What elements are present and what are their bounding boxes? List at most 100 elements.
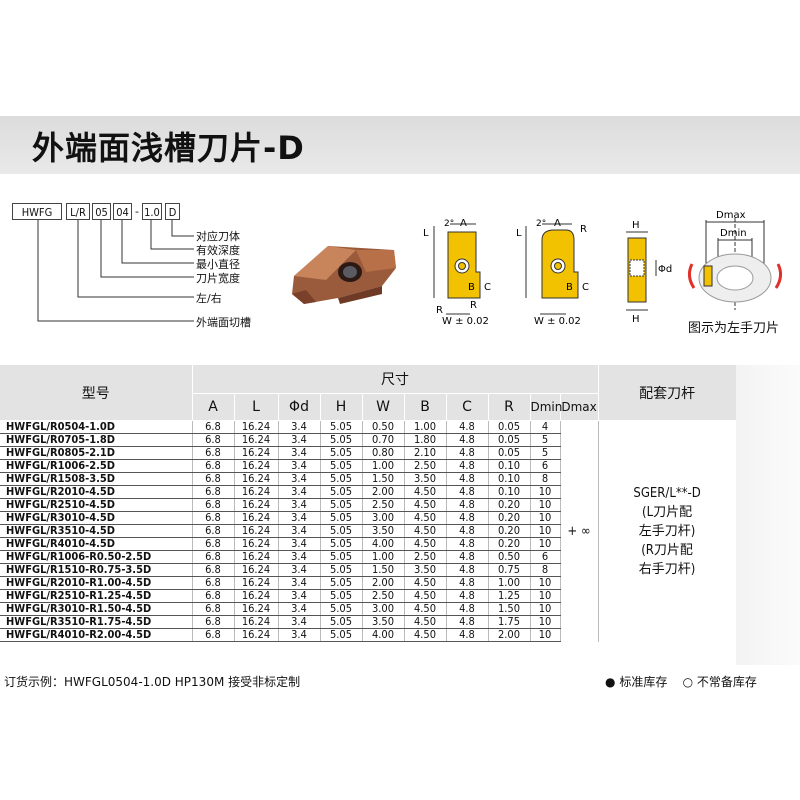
label-r: R bbox=[580, 224, 587, 235]
cell-a: 6.8 bbox=[192, 511, 235, 525]
header-holder: 配套刀杆 bbox=[598, 365, 737, 421]
code-part-width: 05 bbox=[92, 203, 111, 220]
cell-l: 16.24 bbox=[234, 498, 279, 512]
cell-b: 2.10 bbox=[404, 446, 447, 460]
cell-l: 16.24 bbox=[234, 576, 279, 590]
cell-d: 3.4 bbox=[278, 615, 321, 629]
header-col-dmin: Dmin bbox=[530, 393, 562, 421]
header-dimensions: 尺寸 bbox=[192, 365, 599, 394]
cell-a: 6.8 bbox=[192, 628, 235, 642]
cell-r: 0.10 bbox=[488, 472, 531, 486]
label-h-top: H bbox=[632, 220, 640, 231]
cell-h: 5.05 bbox=[320, 576, 363, 590]
cell-d: 3.4 bbox=[278, 485, 321, 499]
cell-b: 4.50 bbox=[404, 615, 447, 629]
code-part-series: HWFG bbox=[12, 203, 62, 220]
cell-model: HWFGL/R1006-R0.50-2.5D bbox=[0, 550, 193, 564]
order-example: 订货示例：HWFGL0504-1.0D HP130M 接受非标定制 bbox=[4, 675, 301, 689]
cell-c: 4.8 bbox=[446, 576, 489, 590]
cell-h: 5.05 bbox=[320, 472, 363, 486]
cell-w: 2.00 bbox=[362, 576, 405, 590]
cell-model: HWFGL/R2510-R1.25-4.5D bbox=[0, 589, 193, 603]
cell-b: 3.50 bbox=[404, 563, 447, 577]
cell-dmin: 6 bbox=[530, 550, 561, 564]
cell-dmin: 10 bbox=[530, 602, 561, 616]
cell-c: 4.8 bbox=[446, 459, 489, 473]
standard-stock-label: 标准库存 bbox=[619, 675, 668, 689]
cell-c: 4.8 bbox=[446, 589, 489, 603]
header-col-c: C bbox=[446, 393, 489, 421]
cell-l: 16.24 bbox=[234, 446, 279, 460]
label-a: A bbox=[554, 218, 561, 229]
spec-table: 型号 尺寸 配套刀杆 A L Φd H W B C R Dmin Dmax HW… bbox=[0, 365, 737, 642]
cell-r: 0.10 bbox=[488, 459, 531, 473]
cell-model: HWFGL/R3510-R1.75-4.5D bbox=[0, 615, 193, 629]
label-b: B bbox=[468, 282, 475, 293]
code-part-depth: 1.0 bbox=[142, 203, 162, 220]
legend-dmin: 最小直径 bbox=[196, 258, 240, 271]
cell-model: HWFGL/R2510-4.5D bbox=[0, 498, 193, 512]
cell-h: 5.05 bbox=[320, 433, 363, 447]
legend-body: 对应刀体 bbox=[196, 230, 240, 243]
insert-diagram-side: H Φd H bbox=[626, 220, 672, 324]
cell-h: 5.05 bbox=[320, 628, 363, 642]
cell-w: 3.00 bbox=[362, 602, 405, 616]
header-col-h: H bbox=[320, 393, 363, 421]
cell-l: 16.24 bbox=[234, 602, 279, 616]
cell-d: 3.4 bbox=[278, 550, 321, 564]
cell-dmin: 8 bbox=[530, 563, 561, 577]
cell-holder: SGER/L**-D(L刀片配左手刀杆)(R刀片配右手刀杆) bbox=[598, 420, 737, 642]
cell-model: HWFGL/R4010-4.5D bbox=[0, 537, 193, 551]
cell-model: HWFGL/R1508-3.5D bbox=[0, 472, 193, 486]
cell-w: 2.50 bbox=[362, 498, 405, 512]
cell-model: HWFGL/R1006-2.5D bbox=[0, 459, 193, 473]
legend-type: 外端面切槽 bbox=[196, 316, 251, 329]
cell-h: 5.05 bbox=[320, 550, 363, 564]
cell-l: 16.24 bbox=[234, 628, 279, 642]
label-c: C bbox=[582, 282, 589, 293]
cell-b: 4.50 bbox=[404, 485, 447, 499]
cell-d: 3.4 bbox=[278, 498, 321, 512]
cell-a: 6.8 bbox=[192, 550, 235, 564]
cell-h: 5.05 bbox=[320, 537, 363, 551]
cell-w: 3.50 bbox=[362, 524, 405, 538]
label-a: A bbox=[460, 218, 467, 229]
cell-w: 1.50 bbox=[362, 472, 405, 486]
cell-d: 3.4 bbox=[278, 433, 321, 447]
header-col-b: B bbox=[404, 393, 447, 421]
holder-line: 右手刀杆) bbox=[638, 561, 696, 577]
cell-model: HWFGL/R3010-R1.50-4.5D bbox=[0, 602, 193, 616]
cell-r: 1.25 bbox=[488, 589, 531, 603]
cell-d: 3.4 bbox=[278, 524, 321, 538]
cell-c: 4.8 bbox=[446, 602, 489, 616]
cell-dmin: 10 bbox=[530, 511, 561, 525]
code-separator: - bbox=[135, 205, 139, 218]
cell-b: 4.50 bbox=[404, 511, 447, 525]
cell-l: 16.24 bbox=[234, 459, 279, 473]
cell-dmin: 5 bbox=[530, 433, 561, 447]
cell-b: 1.00 bbox=[404, 420, 447, 434]
diagram-caption: 图示为左手刀片 bbox=[688, 321, 780, 336]
cell-h: 5.05 bbox=[320, 602, 363, 616]
cell-b: 2.50 bbox=[404, 459, 447, 473]
cell-h: 5.05 bbox=[320, 498, 363, 512]
cell-a: 6.8 bbox=[192, 602, 235, 616]
cell-r: 1.75 bbox=[488, 615, 531, 629]
cell-w: 4.00 bbox=[362, 628, 405, 642]
header-col-phid: Φd bbox=[278, 393, 321, 421]
cell-a: 6.8 bbox=[192, 524, 235, 538]
cell-a: 6.8 bbox=[192, 472, 235, 486]
header-col-dmax: Dmax bbox=[560, 393, 599, 421]
cell-model: HWFGL/R2010-R1.00-4.5D bbox=[0, 576, 193, 590]
